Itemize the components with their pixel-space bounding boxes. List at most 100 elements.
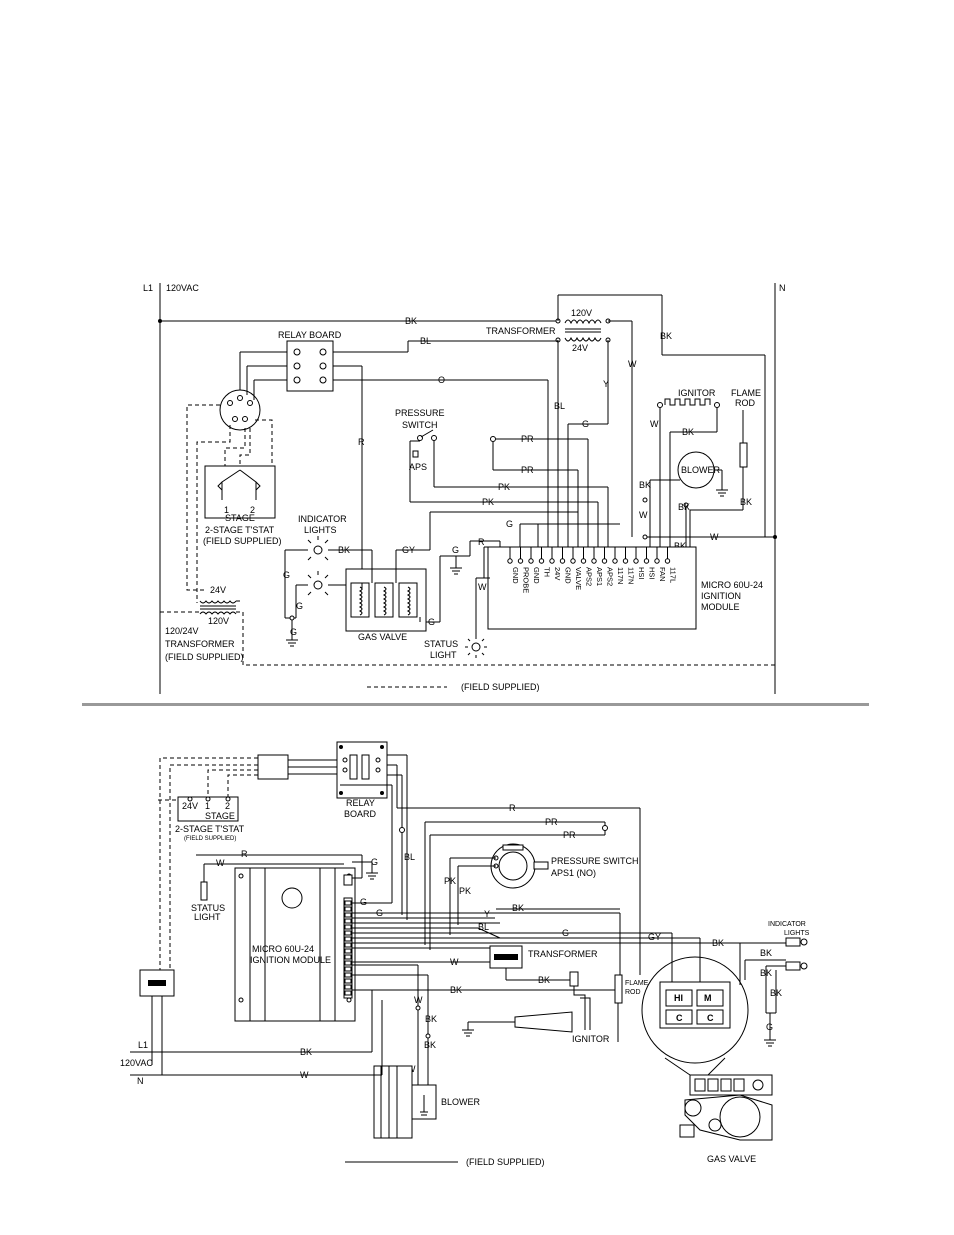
ft-120-label: 120V (208, 616, 229, 626)
gv-c1-label: C (676, 1013, 683, 1023)
status-light-bulb (200, 881, 208, 901)
stat-supplied-label: (FIELD SUPPLIED) (184, 836, 236, 842)
transformer: 120V 24V TRANSFORMER (486, 308, 611, 353)
wire-label-g: G (428, 617, 435, 627)
wire-label-bk: G (283, 570, 290, 580)
flame-label-1: FLAME (731, 388, 761, 398)
module-label-2: IGNITION MODULE (250, 955, 331, 965)
module-pin (344, 984, 352, 990)
pressure-switch-pictorial: PRESSURE SWITCH APS1 (NO) (490, 843, 639, 889)
wire-label-bk: BK (300, 1047, 312, 1057)
ft-24-label: 24V (210, 585, 226, 595)
module-terminal-label: 117L (669, 567, 678, 583)
wire-label-g: G (452, 545, 459, 555)
module-pin (344, 948, 352, 954)
wire-label-w: W (710, 532, 719, 542)
module-terminal (654, 558, 660, 564)
module-pin (344, 930, 352, 936)
flame-label-2: ROD (625, 989, 641, 996)
module-terminal-label: GND (532, 567, 541, 584)
gas-valve-label: GAS VALVE (707, 1154, 756, 1164)
wire-label-bk: BK (682, 427, 694, 437)
module-terminal-label: APS2 (585, 567, 594, 586)
ps-label-1: PRESSURE (395, 408, 445, 418)
wire-label-y: Y (603, 379, 609, 389)
relay-board-label: RELAY BOARD (278, 330, 342, 340)
wire-label-g: G (376, 908, 383, 918)
plug-connector (257, 754, 289, 780)
module-terminal (528, 558, 534, 564)
wire-label-pk: PK (482, 497, 494, 507)
wire-label-bk: BK (760, 968, 772, 978)
module-terminal (507, 558, 513, 564)
wire-label-bk: BK (770, 988, 782, 998)
module-label-1: MICRO 60U-24 (701, 580, 763, 590)
pressure-switch-ladder: PRESSURE SWITCH APS (395, 408, 445, 472)
module-pin (344, 942, 352, 948)
gas-valve-label: GAS VALVE (358, 632, 407, 642)
module-terminal (549, 558, 555, 564)
wire-label-r: R (241, 849, 248, 859)
wire-label-bk: BK (678, 502, 690, 512)
transformer-pictorial: TRANSFORMER (489, 945, 598, 969)
status-label-2: LIGHT (194, 912, 221, 922)
legend-label: (FIELD SUPPLIED) (466, 1157, 545, 1167)
gv-m-label: M (704, 993, 712, 1003)
wire-label-w: BK (425, 1014, 437, 1024)
wire-label-g: G (766, 1022, 773, 1032)
wire-label-g: G (562, 928, 569, 938)
module-terminal (580, 558, 587, 564)
module-pin (344, 924, 352, 930)
module-terminal-label: PROBE (522, 567, 531, 593)
wire-label-bl: BL (420, 336, 431, 346)
indicator-label-2: LIGHTS (784, 930, 810, 937)
wire-label-g: G (506, 519, 513, 529)
stat-name-label: 2-STAGE T'STAT (205, 525, 275, 535)
module-terminal-label: HSI (648, 567, 657, 580)
stat-2-label: 2 (225, 801, 230, 811)
gas-valve-pictorial: GAS VALVE (679, 1074, 773, 1164)
ladder-diagram: L1 120VAC N BK 120V 24V TRANSFORMER W BK… (143, 283, 786, 694)
blower-ladder: BLOWER (677, 451, 728, 497)
ignitor-pictorial: IGNITOR (462, 971, 610, 1044)
module-pin (344, 990, 352, 996)
wire-label-bk: G (296, 601, 303, 611)
module-label-2: IGNITION (701, 591, 741, 601)
module-terminal-label: APS2 (606, 567, 615, 586)
status-light-ladder: STATUS LIGHT (424, 636, 487, 660)
module-terminal (633, 558, 639, 564)
wire-label-bk: BK (740, 497, 752, 507)
module-terminal (570, 558, 576, 564)
wire-label-bk: BK (712, 938, 724, 948)
module-terminal-label: FAN (658, 567, 667, 582)
module-pin (344, 936, 352, 942)
ground-strap-pictorial (139, 969, 175, 997)
blower-label: BLOWER (681, 465, 721, 475)
module-pin (344, 960, 352, 966)
wire-label-w: W (450, 957, 459, 967)
gas-valve-ladder: GAS VALVE (345, 568, 427, 642)
ignitor-label: IGNITOR (572, 1034, 610, 1044)
wire-label-bk: BK (674, 541, 686, 551)
wire-label-pr: PR (521, 465, 534, 475)
module-terminal-label: 117N (627, 567, 636, 584)
stat-2-label: 2 (250, 505, 255, 515)
wire-label-o: O (438, 375, 445, 385)
transformer-label: TRANSFORMER (528, 949, 598, 959)
section-divider (82, 703, 869, 706)
stat-24-label: 24V (182, 801, 198, 811)
ps-label-2: APS1 (NO) (551, 868, 596, 878)
thermostat-plug (219, 389, 261, 431)
stat-name-label: 2-STAGE T'STAT (175, 824, 245, 834)
wire-label-gy: GY (648, 932, 661, 942)
wire-label-bk: BK (405, 316, 417, 326)
module-pin (344, 954, 352, 960)
transformer-24-label: 24V (572, 343, 588, 353)
module-pin (344, 900, 352, 906)
module-terminal-label: 24V (553, 567, 562, 580)
wire-label-bk: BK (639, 480, 651, 490)
field-transformer: 24V 120V 120/24V TRANSFORMER (FIELD SUPP… (165, 585, 244, 662)
wire-label-bl: BL (478, 922, 489, 932)
relay-label-2: BOARD (344, 809, 377, 819)
